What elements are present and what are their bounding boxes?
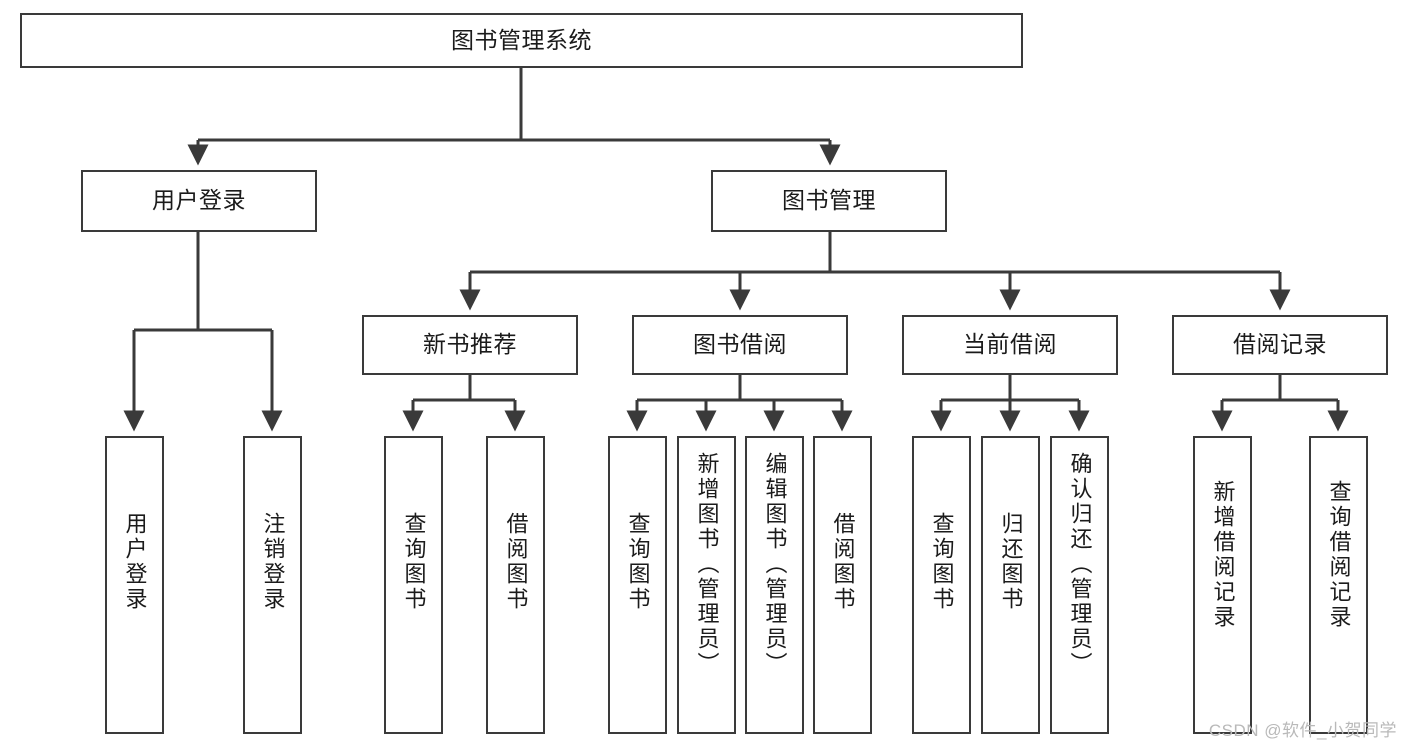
node-user-login[interactable]: 用户登录 [81,170,317,232]
node-label: 归还图书 [998,512,1024,612]
node-label: 编辑图书（管理员） [762,452,788,677]
node-label: 借阅图书 [830,512,856,612]
node-label: 新增图书（管理员） [694,452,720,677]
leaf-return-book[interactable]: 归还图书 [981,436,1040,734]
node-label: 新增借阅记录 [1210,480,1236,630]
node-book-management[interactable]: 图书管理 [711,170,947,232]
node-root[interactable]: 图书管理系统 [20,13,1023,68]
watermark-text: CSDN @软件_小贺同学 [1208,721,1397,740]
node-label: 查询图书 [929,512,955,612]
leaf-query-book-borrow[interactable]: 查询图书 [608,436,667,734]
leaf-query-borrow-record[interactable]: 查询借阅记录 [1309,436,1368,734]
node-label: 借阅图书 [503,512,529,612]
leaf-logout[interactable]: 注销登录 [243,436,302,734]
leaf-user-login[interactable]: 用户登录 [105,436,164,734]
node-label: 图书管理系统 [451,26,592,53]
node-new-book-recommend[interactable]: 新书推荐 [362,315,578,375]
leaf-edit-book-admin[interactable]: 编辑图书（管理员） [745,436,804,734]
node-label: 用户登录 [152,187,246,214]
leaf-borrow-book-recommend[interactable]: 借阅图书 [486,436,545,734]
node-current-borrow[interactable]: 当前借阅 [902,315,1118,375]
node-label: 查询图书 [625,512,651,612]
leaf-query-book-recommend[interactable]: 查询图书 [384,436,443,734]
node-borrow-record[interactable]: 借阅记录 [1172,315,1388,375]
leaf-confirm-return-admin[interactable]: 确认归还（管理员） [1050,436,1109,734]
node-label: 查询借阅记录 [1326,480,1352,630]
node-book-borrow[interactable]: 图书借阅 [632,315,848,375]
node-label: 注销登录 [260,512,286,612]
node-label: 用户登录 [122,512,148,612]
node-label: 确认归还（管理员） [1067,452,1093,677]
leaf-add-book-admin[interactable]: 新增图书（管理员） [677,436,736,734]
node-label: 查询图书 [401,512,427,612]
node-label: 图书借阅 [693,331,787,358]
node-label: 借阅记录 [1233,331,1327,358]
node-label: 图书管理 [782,187,876,214]
node-label: 当前借阅 [963,331,1057,358]
node-label: 新书推荐 [423,331,517,358]
leaf-add-borrow-record[interactable]: 新增借阅记录 [1193,436,1252,734]
leaf-query-book-current[interactable]: 查询图书 [912,436,971,734]
leaf-borrow-book[interactable]: 借阅图书 [813,436,872,734]
